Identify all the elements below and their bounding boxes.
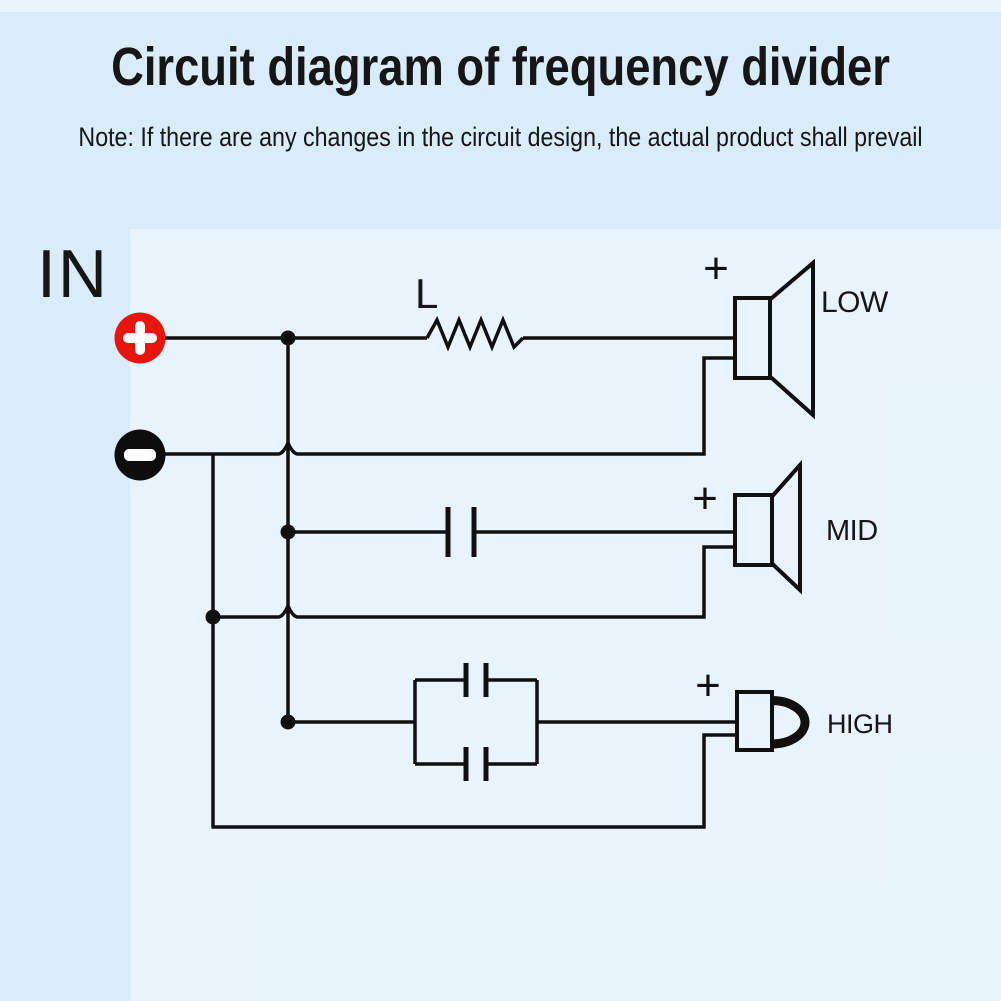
- diagram-panel: [130, 229, 1001, 1001]
- high-branch: [211, 663, 736, 829]
- parallel-capacitor-frame: [413, 678, 539, 766]
- positive-input-terminal: [114, 312, 166, 364]
- mid-return-wire: [214, 545, 734, 619]
- junction-dot: [280, 524, 296, 540]
- plus-icon: [123, 321, 157, 355]
- tweeter-high: +: [695, 661, 810, 752]
- speaker-mid-driver: [733, 493, 774, 567]
- junction-dot: [205, 609, 221, 625]
- speaker-mid: +: [692, 459, 802, 595]
- mid-capacitor: [445, 507, 477, 557]
- speaker-label-high: HIGH: [827, 709, 893, 739]
- page-title: Circuit diagram of frequency divider: [111, 37, 890, 97]
- tweeter-high-plus: +: [695, 661, 721, 710]
- inductor-coil: [425, 315, 525, 352]
- speaker-label-mid: MID: [826, 515, 878, 547]
- high-capacitor-top: [463, 663, 489, 697]
- note-text: Note: If there are any changes in the ci…: [78, 122, 923, 152]
- speaker-low-driver: [733, 296, 772, 380]
- tweeter-high-dome: [771, 696, 810, 749]
- speaker-low-cone: [768, 258, 815, 420]
- input-label: IN: [37, 236, 109, 312]
- high-return-wire: [211, 733, 736, 829]
- high-capacitor-bottom: [463, 747, 489, 781]
- junction-dot: [280, 714, 296, 730]
- inductor-label: L: [415, 270, 439, 317]
- mid-branch: [214, 507, 734, 619]
- speaker-low: +: [703, 244, 815, 420]
- speaker-mid-cone: [770, 459, 802, 595]
- negative-rail-wire: [165, 356, 734, 456]
- speaker-low-plus: +: [703, 244, 729, 293]
- speaker-mid-plus: +: [692, 474, 718, 523]
- speaker-label-low: LOW: [821, 286, 888, 319]
- negative-input-terminal: [114, 429, 166, 481]
- junction-dot: [280, 330, 296, 346]
- tweeter-high-driver: [735, 690, 774, 752]
- minus-icon: [124, 449, 156, 461]
- top-strip: [0, 0, 1001, 12]
